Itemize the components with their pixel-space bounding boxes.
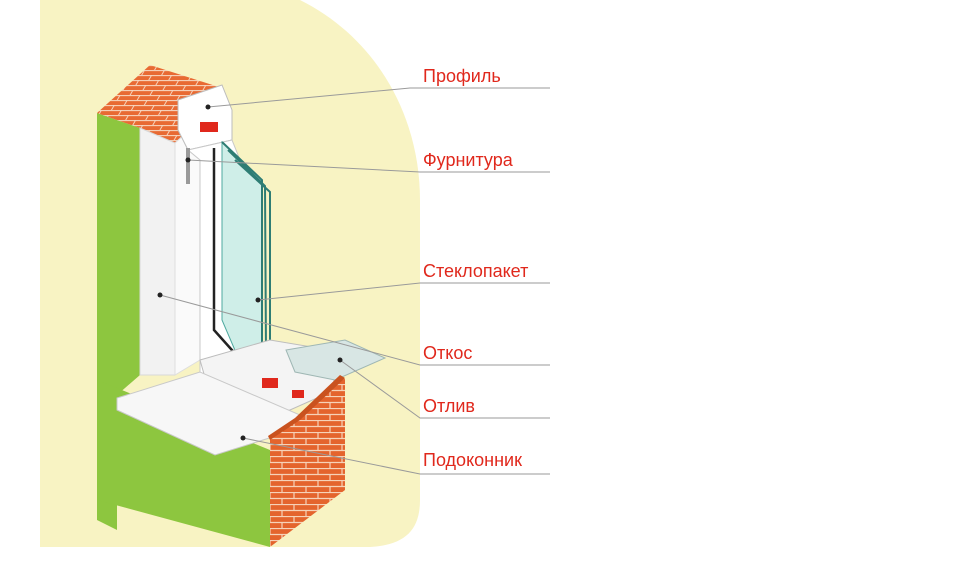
inner-wall-face (139, 127, 176, 376)
label-profile: Профиль (423, 66, 501, 86)
leader-dots (157, 104, 343, 441)
leader-sill (242, 437, 550, 475)
wall-green-lower (97, 380, 270, 547)
profile-seal-bottom (262, 378, 278, 388)
leader-drip (339, 359, 550, 419)
profile-seal-bottom-2 (292, 390, 304, 398)
brick-bottom-top (268, 375, 345, 440)
leader-profile (207, 87, 550, 108)
leader-reveal (159, 294, 550, 366)
profile-seal-top (200, 122, 218, 132)
label-reveal: Откос (423, 343, 473, 363)
glass-edge-lines (221, 141, 271, 356)
leader-hardware (187, 159, 550, 173)
label-glass-unit: Стеклопакет (423, 261, 529, 281)
leader-glass (257, 282, 550, 301)
label-hardware: Фурнитура (423, 150, 513, 170)
label-drip: Отлив (423, 396, 475, 416)
brick-wall-bottom (270, 378, 345, 547)
hardware-strip (186, 148, 190, 184)
leader-lines (159, 87, 550, 475)
label-sill: Подоконник (423, 450, 522, 470)
